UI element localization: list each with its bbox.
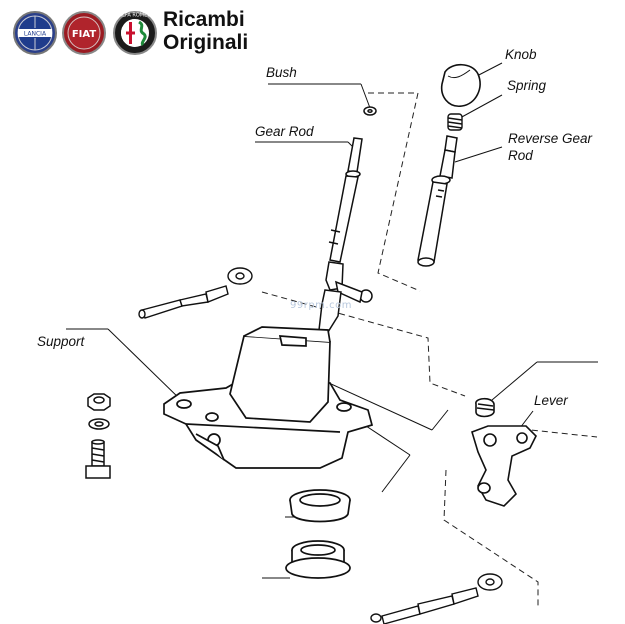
label-gear-rod: Gear Rod	[255, 124, 314, 139]
label-knob: Knob	[505, 47, 537, 62]
spring	[447, 113, 463, 131]
label-support: Support	[37, 334, 85, 349]
fiat-logo: FIAT	[62, 11, 106, 55]
brand-title: Ricambi Originali	[163, 8, 248, 54]
alfa-romeo-logo: ALFA ROMEO	[113, 11, 157, 55]
gear-rod	[318, 137, 373, 333]
svg-text:ALFA ROMEO: ALFA ROMEO	[119, 13, 152, 19]
brand-line-1: Ricambi	[163, 8, 245, 31]
washer	[88, 418, 110, 430]
bolt	[85, 439, 111, 479]
label-spring: Spring	[507, 78, 547, 93]
grommet-upper	[289, 489, 351, 523]
svg-text:LANCIA: LANCIA	[24, 31, 47, 38]
label-bush: Bush	[266, 65, 297, 80]
lancia-logo: LANCIA	[13, 11, 57, 55]
svg-text:FIAT: FIAT	[72, 29, 97, 40]
watermark: 99rpm.com	[290, 300, 352, 311]
grommet-lower	[285, 540, 351, 579]
bush	[363, 106, 377, 116]
support-housing	[163, 326, 374, 469]
nut-upper	[87, 393, 111, 411]
gear-cable-bottom	[370, 573, 503, 624]
brand-line-2: Originali	[163, 31, 249, 54]
knob	[440, 63, 481, 107]
leader-lines	[66, 62, 598, 579]
gear-cable-left	[138, 267, 253, 319]
label-reverse-gear-rod-line2: Rod	[508, 148, 533, 163]
reverse-gear-rod	[417, 135, 458, 267]
label-lever: Lever	[534, 393, 568, 408]
lever	[471, 397, 537, 507]
label-reverse-gear-rod-line1: Reverse Gear	[508, 131, 593, 146]
